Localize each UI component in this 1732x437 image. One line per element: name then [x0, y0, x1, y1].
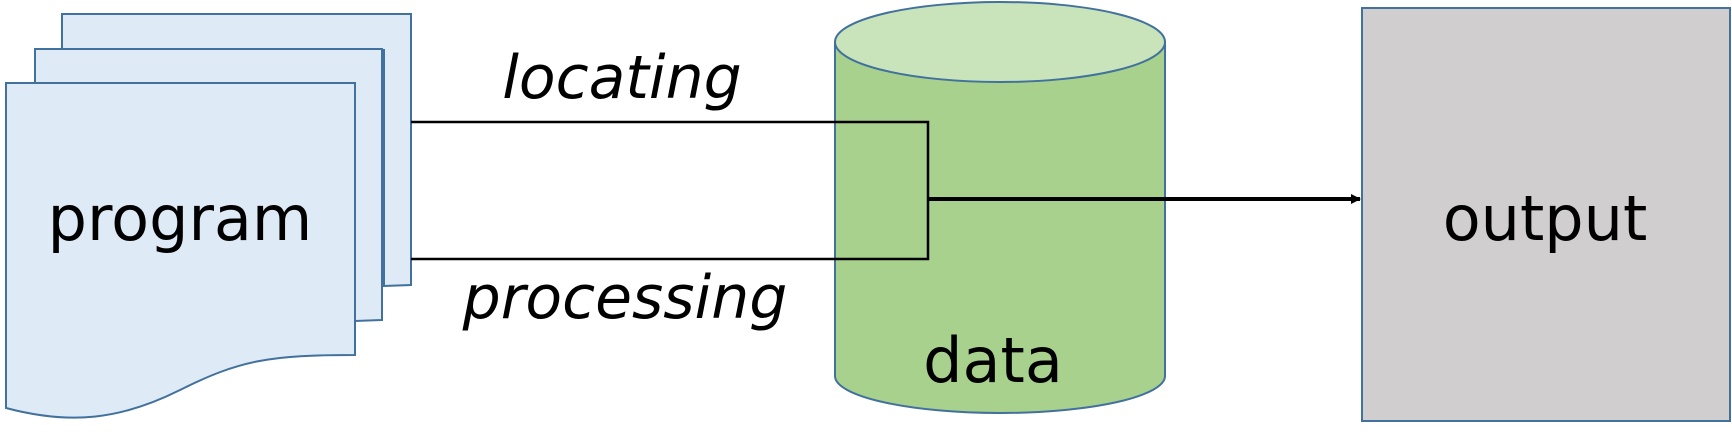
- data-label: data: [923, 324, 1063, 397]
- processing-label: processing: [462, 263, 788, 333]
- program-node: program: [5, 13, 412, 419]
- output-label: output: [1443, 182, 1648, 255]
- output-box: [1361, 7, 1731, 422]
- output-node: output: [1361, 7, 1731, 422]
- connectors: [411, 120, 1361, 261]
- locating-connector: [411, 120, 930, 199]
- processing-connector: [411, 199, 930, 261]
- data-cylinder-body: [834, 41, 1166, 414]
- data-node: [834, 1, 1166, 414]
- program-label: program: [48, 182, 313, 255]
- data-cylinder-top: [834, 1, 1166, 83]
- locating-label: locating: [502, 43, 741, 113]
- program-doc-front: [5, 82, 356, 419]
